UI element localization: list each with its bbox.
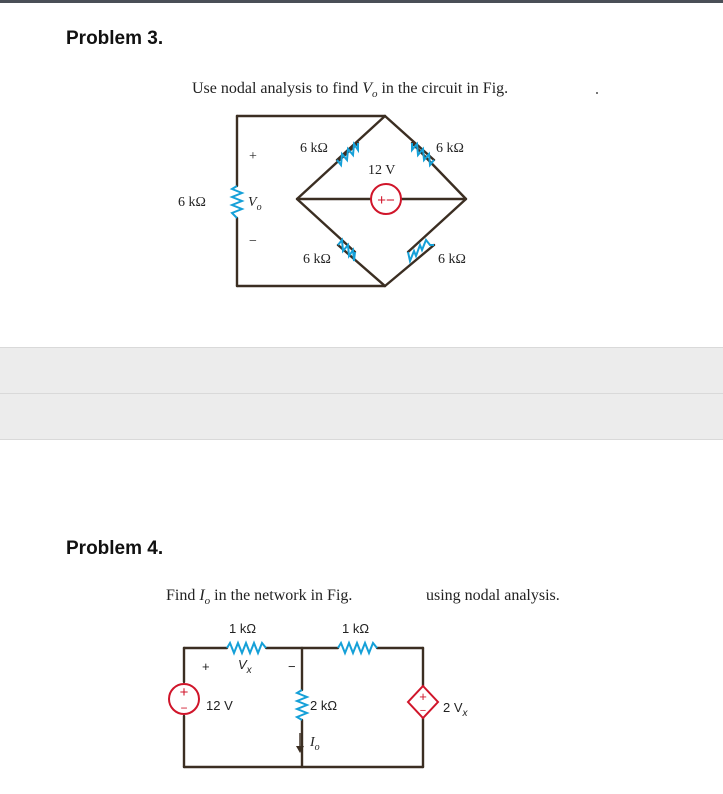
resistor-1k-left (226, 640, 267, 656)
io-variable: I (199, 587, 205, 604)
label-r-bottom-left: 6 kΩ (303, 252, 331, 267)
current-arrow-head (296, 746, 304, 753)
top-bar (0, 0, 723, 3)
prompt4-text-start: Find (166, 587, 200, 604)
vx-minus: − (288, 659, 296, 674)
stray-dot (596, 92, 598, 94)
prompt-text-start: Use nodal analysis to find (192, 80, 363, 97)
label-1k-left: 1 kΩ (229, 621, 256, 636)
dep-plus: + (419, 689, 427, 704)
problem-4-prompt-tail: using nodal analysis. (426, 587, 560, 604)
problem-3-heading: Problem 3. (66, 28, 164, 49)
dep-minus: − (420, 705, 426, 717)
voltage-source-12v (370, 183, 402, 215)
label-r-bottom-right: 6 kΩ (438, 252, 466, 267)
prompt-text-end: in the circuit in Fig. (377, 80, 509, 97)
voltage-source-12v-p4 (168, 683, 200, 715)
vo-label-sub: o (257, 202, 262, 213)
prompt4-text-mid: in the network in Fig. (210, 587, 353, 604)
vo-minus: − (249, 234, 257, 249)
resistor-top-left (336, 141, 359, 168)
problem-4-heading: Problem 4. (66, 538, 164, 559)
source4-plus: + (180, 684, 189, 701)
io-sub: o (315, 742, 320, 753)
io-label: Io (309, 735, 320, 753)
vx-label: Vx (238, 657, 253, 676)
problem-3-prompt: Use nodal analysis to find Vo in the cir… (192, 80, 508, 100)
problem-4-prompt: Find Io in the network in Fig. (166, 587, 352, 607)
io-main: I (309, 735, 316, 750)
vx-sub: x (246, 665, 253, 676)
label-r-left: 6 kΩ (178, 195, 206, 210)
vx-main: V (238, 657, 248, 672)
vo-subscript: o (371, 88, 378, 101)
answer-band-top (0, 347, 723, 394)
resistor-1k-right (337, 640, 378, 656)
resistor-left (229, 185, 245, 219)
vo-label-main: V (248, 195, 258, 210)
label-1k-right: 1 kΩ (342, 621, 369, 636)
vo-label: Vo (248, 195, 262, 213)
io-subscript: o (204, 595, 211, 608)
resistor-2k (294, 689, 310, 721)
label-r-top-right: 6 kΩ (436, 141, 464, 156)
dependent-source (406, 684, 440, 720)
resistor-top-right (411, 141, 435, 168)
source-sign: +− (377, 192, 395, 209)
dep-source-sub: x (462, 708, 469, 719)
label-r-top-left: 6 kΩ (300, 141, 328, 156)
source4-minus: − (180, 701, 187, 715)
resistor-bottom-left (337, 237, 356, 262)
answer-band-bottom (0, 393, 723, 440)
label-2k: 2 kΩ (310, 698, 337, 713)
label-dep-source: 2 Vx (443, 700, 469, 719)
dep-source-main: 2 V (443, 700, 463, 715)
vo-plus: + (249, 149, 257, 164)
label-12v: 12 V (206, 698, 233, 713)
vx-plus: + (202, 659, 210, 674)
label-source-voltage: 12 V (368, 163, 395, 178)
vo-variable: V (362, 80, 372, 97)
resistor-bottom-right (407, 238, 434, 265)
